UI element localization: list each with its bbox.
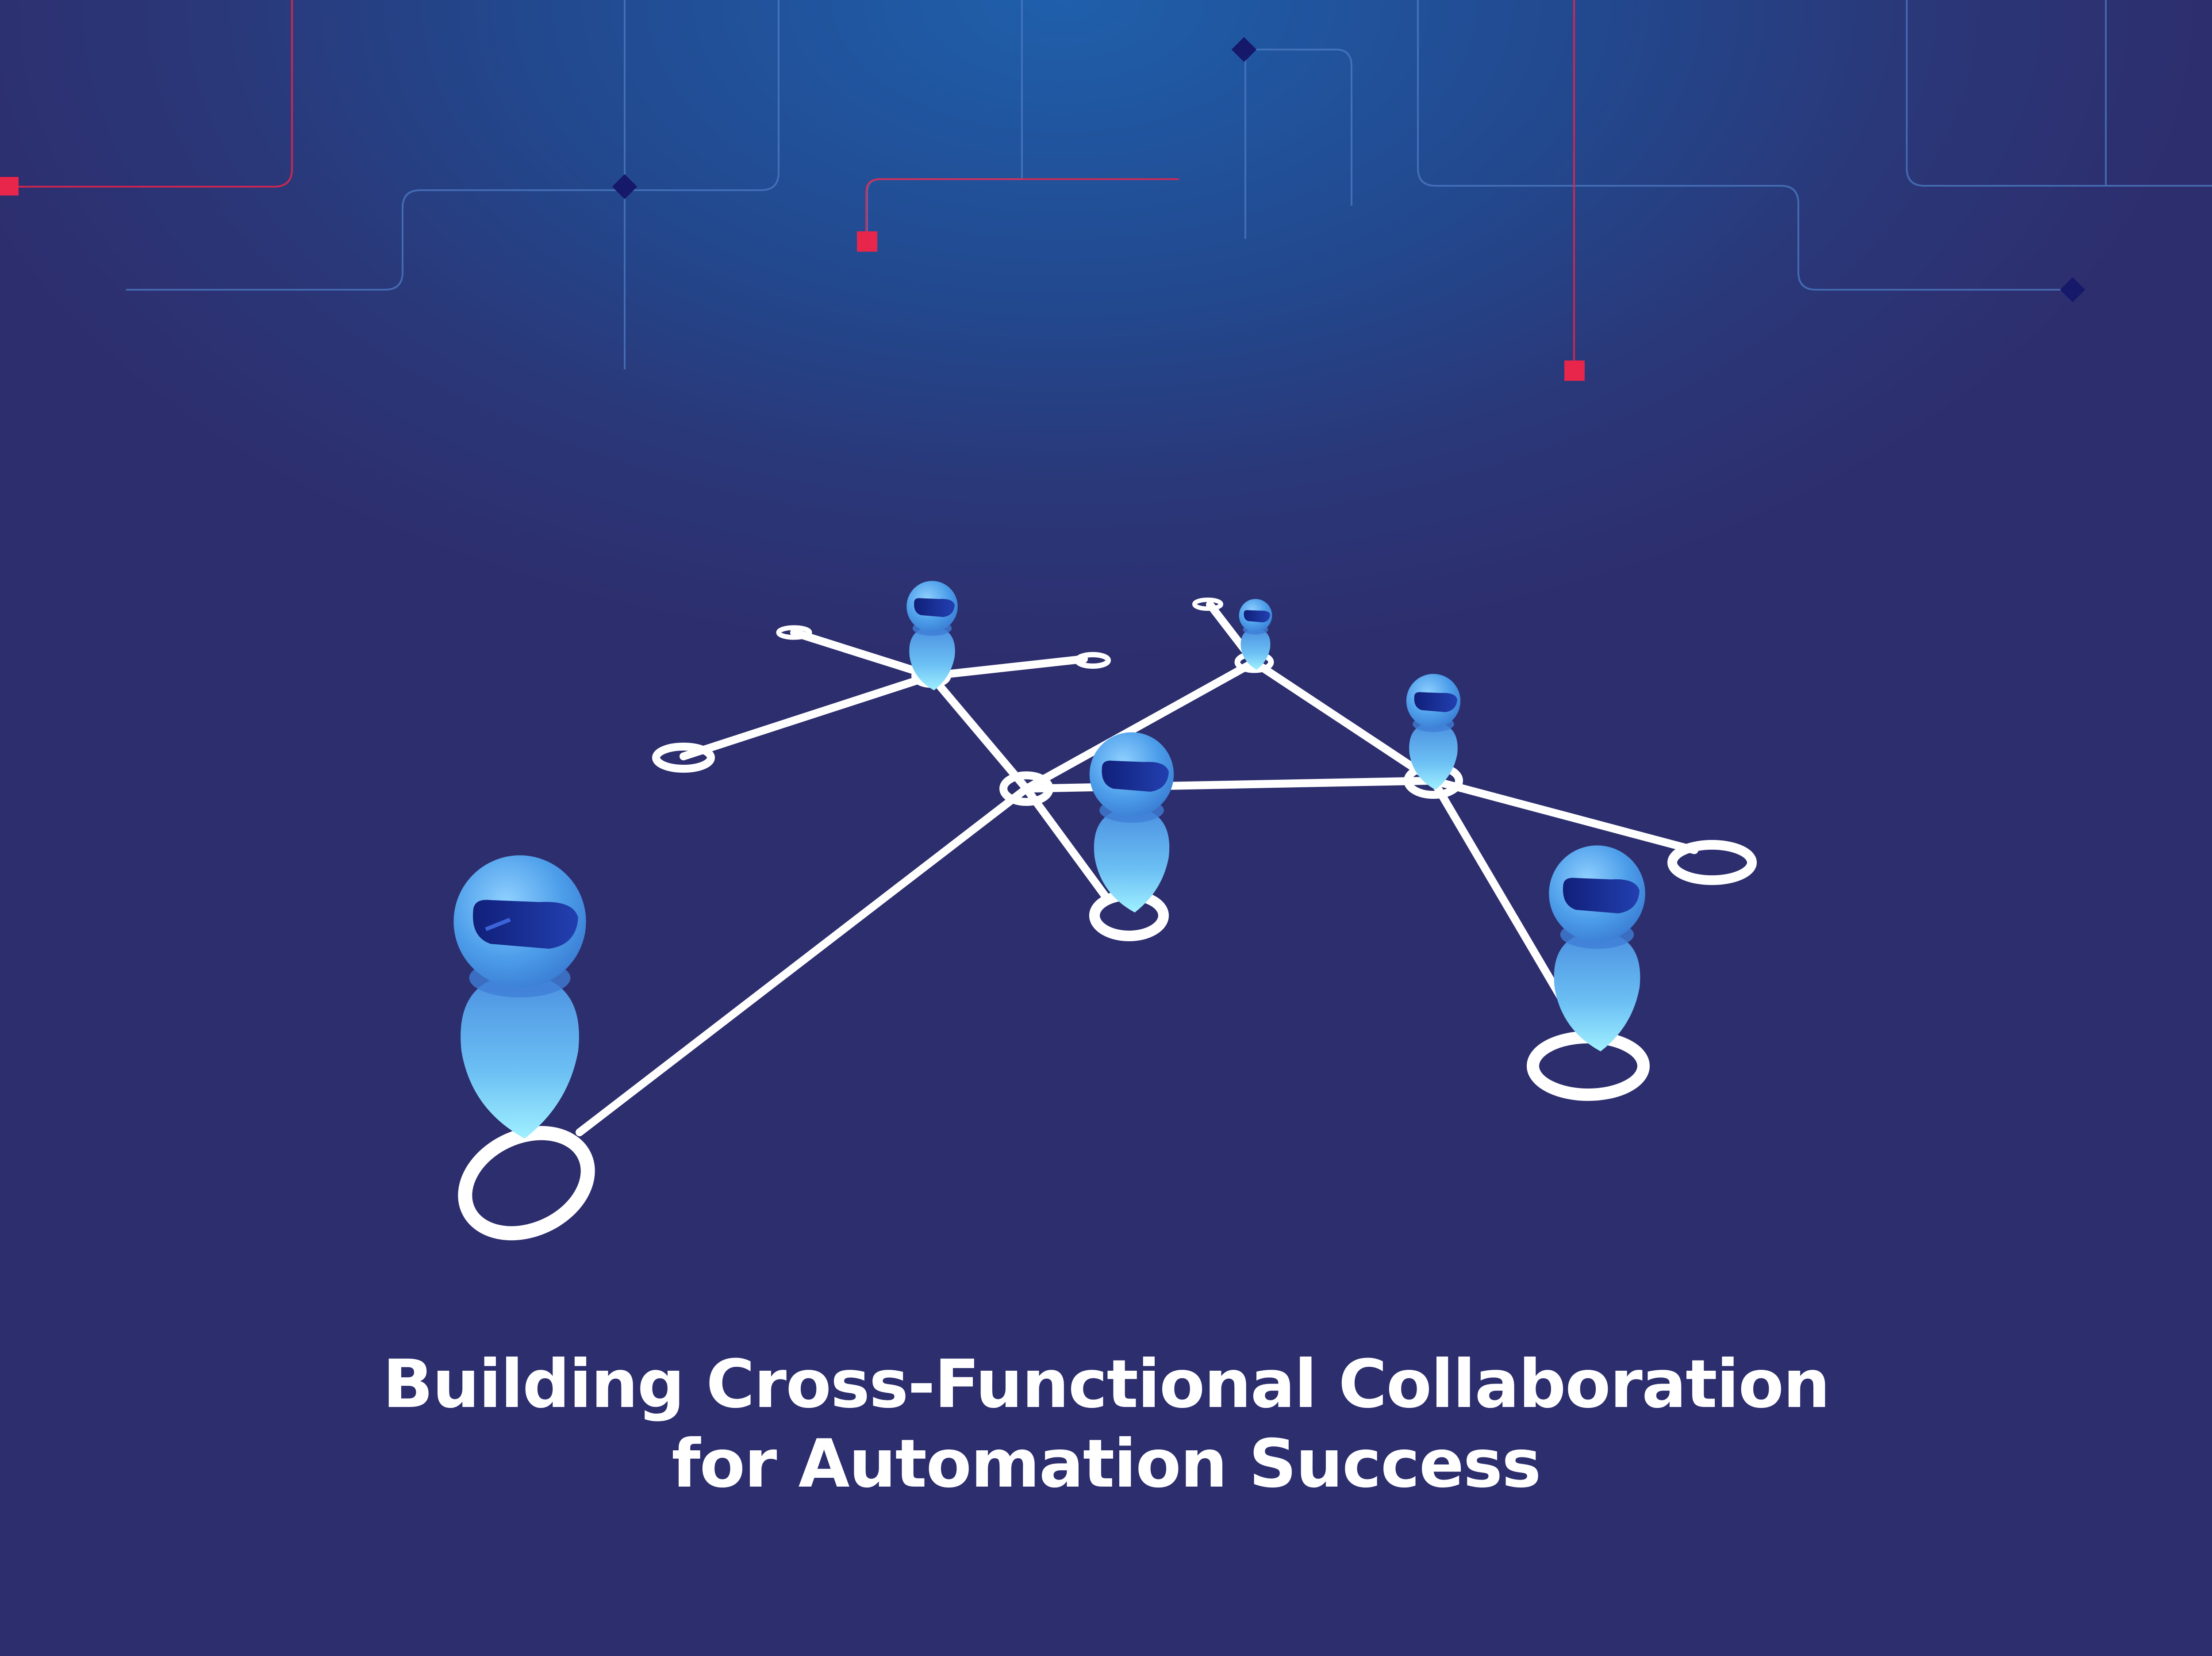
network-node-icon bbox=[1667, 840, 1757, 885]
network-lines bbox=[576, 601, 1698, 1136]
network-link bbox=[1250, 658, 1437, 785]
circuit-accent-line bbox=[865, 178, 1179, 241]
network-link bbox=[1022, 785, 1112, 904]
circuit-line bbox=[1417, 0, 2073, 291]
circuit-accent-lines bbox=[9, 0, 1575, 371]
network-node-icon bbox=[776, 625, 812, 640]
network-link bbox=[1022, 777, 1437, 793]
circuit-square bbox=[857, 231, 877, 252]
circuit-square bbox=[0, 177, 19, 196]
network-link bbox=[680, 672, 935, 760]
robot-icon bbox=[1239, 599, 1272, 670]
title-line-2: for Automation Success bbox=[672, 1426, 1541, 1503]
network-node-icon bbox=[1192, 598, 1223, 611]
circuit-node-icon bbox=[1231, 37, 1257, 62]
circuit-line bbox=[1245, 49, 1352, 206]
network-node-icon bbox=[999, 771, 1053, 806]
network-link bbox=[1429, 777, 1698, 854]
circuit-node-icons bbox=[612, 37, 2085, 303]
robot-icon bbox=[453, 855, 586, 1138]
network-link bbox=[1429, 777, 1570, 1010]
circuit-line bbox=[1906, 0, 2212, 187]
network-node-icon bbox=[1527, 1031, 1650, 1101]
robot-icon bbox=[906, 581, 958, 690]
robot-icon bbox=[1549, 845, 1645, 1051]
circuit-square bbox=[1564, 360, 1585, 381]
network-node-icon bbox=[1075, 652, 1111, 669]
circuit-node-icon bbox=[612, 174, 637, 199]
network-nodes bbox=[458, 598, 1757, 1241]
circuit-line bbox=[866, 0, 1023, 239]
page-title: Building Cross-Functional Collaboration … bbox=[0, 1345, 2212, 1504]
circuit-accent-line bbox=[9, 0, 293, 188]
robot-icon bbox=[1406, 674, 1461, 790]
network-link bbox=[1022, 658, 1258, 793]
title-line-1: Building Cross-Functional Collaboration bbox=[382, 1346, 1830, 1423]
network-node-icon bbox=[652, 743, 715, 773]
network-link bbox=[790, 629, 935, 680]
network-link bbox=[576, 785, 1030, 1136]
circuit-accent-squares bbox=[0, 177, 1585, 381]
circuit-line bbox=[126, 0, 780, 291]
circuit-node-icon bbox=[2060, 277, 2085, 303]
robot-icon bbox=[1089, 732, 1174, 912]
network-link bbox=[927, 672, 1030, 793]
network-node-icon bbox=[458, 1126, 595, 1241]
circuit-lines bbox=[126, 0, 2212, 369]
network-link bbox=[927, 655, 1088, 680]
